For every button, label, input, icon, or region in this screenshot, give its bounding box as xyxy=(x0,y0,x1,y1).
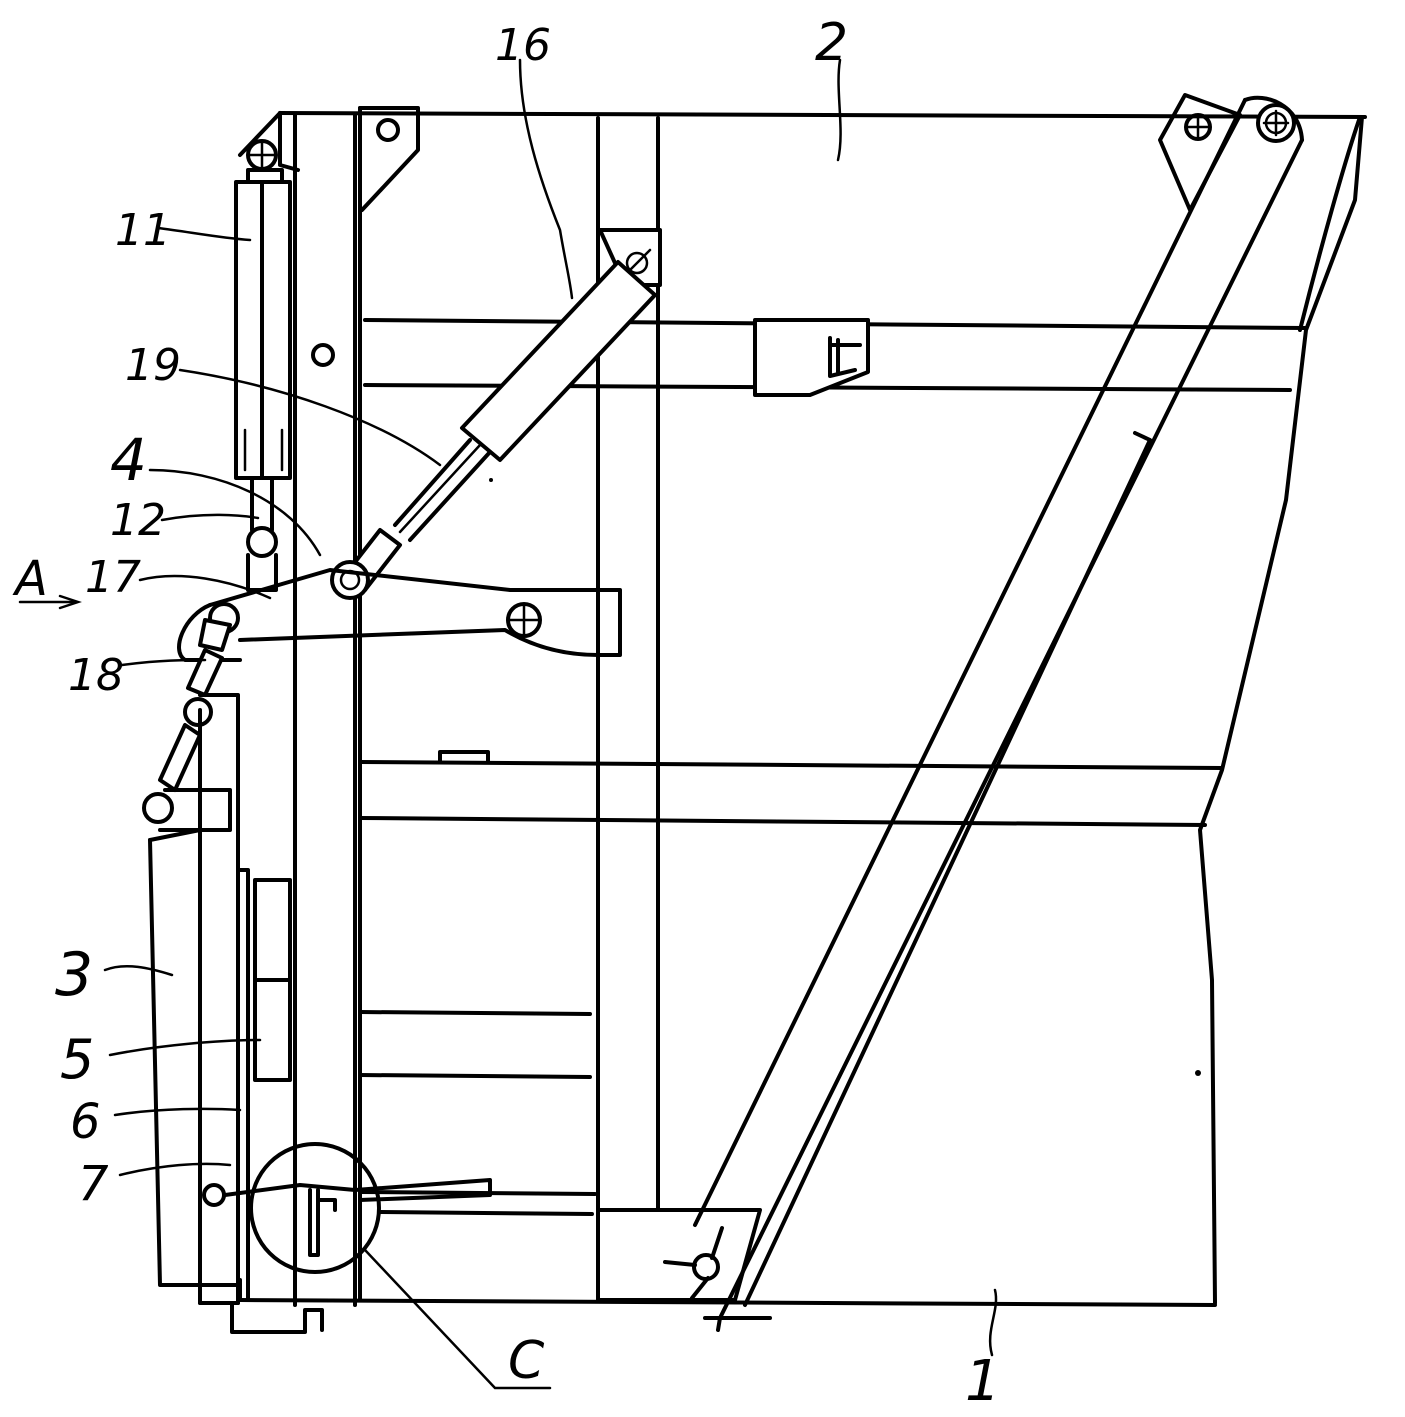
diagonal-brace xyxy=(693,95,1304,1332)
callout-1: 1 xyxy=(965,1349,1001,1414)
callout-12: 12 xyxy=(110,495,166,546)
cylinder-11 xyxy=(234,139,292,592)
left-post xyxy=(293,106,362,1307)
callout-2: 2 xyxy=(815,13,848,73)
post-hole-icon xyxy=(311,343,335,367)
callout-19: 19 xyxy=(125,340,181,391)
crossbar-clamp xyxy=(753,318,870,397)
door-blocks xyxy=(238,868,292,1302)
bottom-bracket xyxy=(596,1208,762,1302)
cylinder-11-bottom-icon xyxy=(246,526,278,558)
door-3 xyxy=(148,693,242,1305)
mark-dot xyxy=(1195,1070,1201,1076)
callout-17: 17 xyxy=(85,552,141,603)
callout-3: 3 xyxy=(55,940,93,1010)
callout-7: 7 xyxy=(78,1156,109,1212)
callout-4: 4 xyxy=(110,426,147,494)
arm-17 xyxy=(177,568,622,662)
top-gusset xyxy=(238,106,420,212)
bottom-feet xyxy=(230,1303,324,1334)
gusset-hole-icon xyxy=(376,118,400,142)
callout-18: 18 xyxy=(68,650,124,701)
mark-dot xyxy=(489,478,493,482)
callout-11: 11 xyxy=(115,205,171,256)
callouts: 16 2 11 19 4 12 17 A 18 3 5 6 7 C 1 xyxy=(12,13,1001,1414)
latch-7 xyxy=(202,1142,492,1274)
callout-6: 6 xyxy=(70,1094,101,1150)
callout-a: A xyxy=(12,551,48,607)
latch-pivot-icon xyxy=(202,1183,226,1207)
linkage-18 xyxy=(142,648,232,832)
linkage-lower-pivot-icon xyxy=(142,792,174,824)
cylinder-pivot-icon xyxy=(330,560,370,600)
detail-c-circle xyxy=(249,1142,381,1274)
wing-nut-icon xyxy=(692,1253,720,1281)
crossbar-tab xyxy=(438,750,490,764)
callout-5: 5 xyxy=(60,1028,94,1091)
leader-lines xyxy=(18,58,998,1390)
callout-c: C xyxy=(508,1331,545,1391)
main-frame xyxy=(238,111,1367,1307)
callout-16: 16 xyxy=(495,20,551,71)
